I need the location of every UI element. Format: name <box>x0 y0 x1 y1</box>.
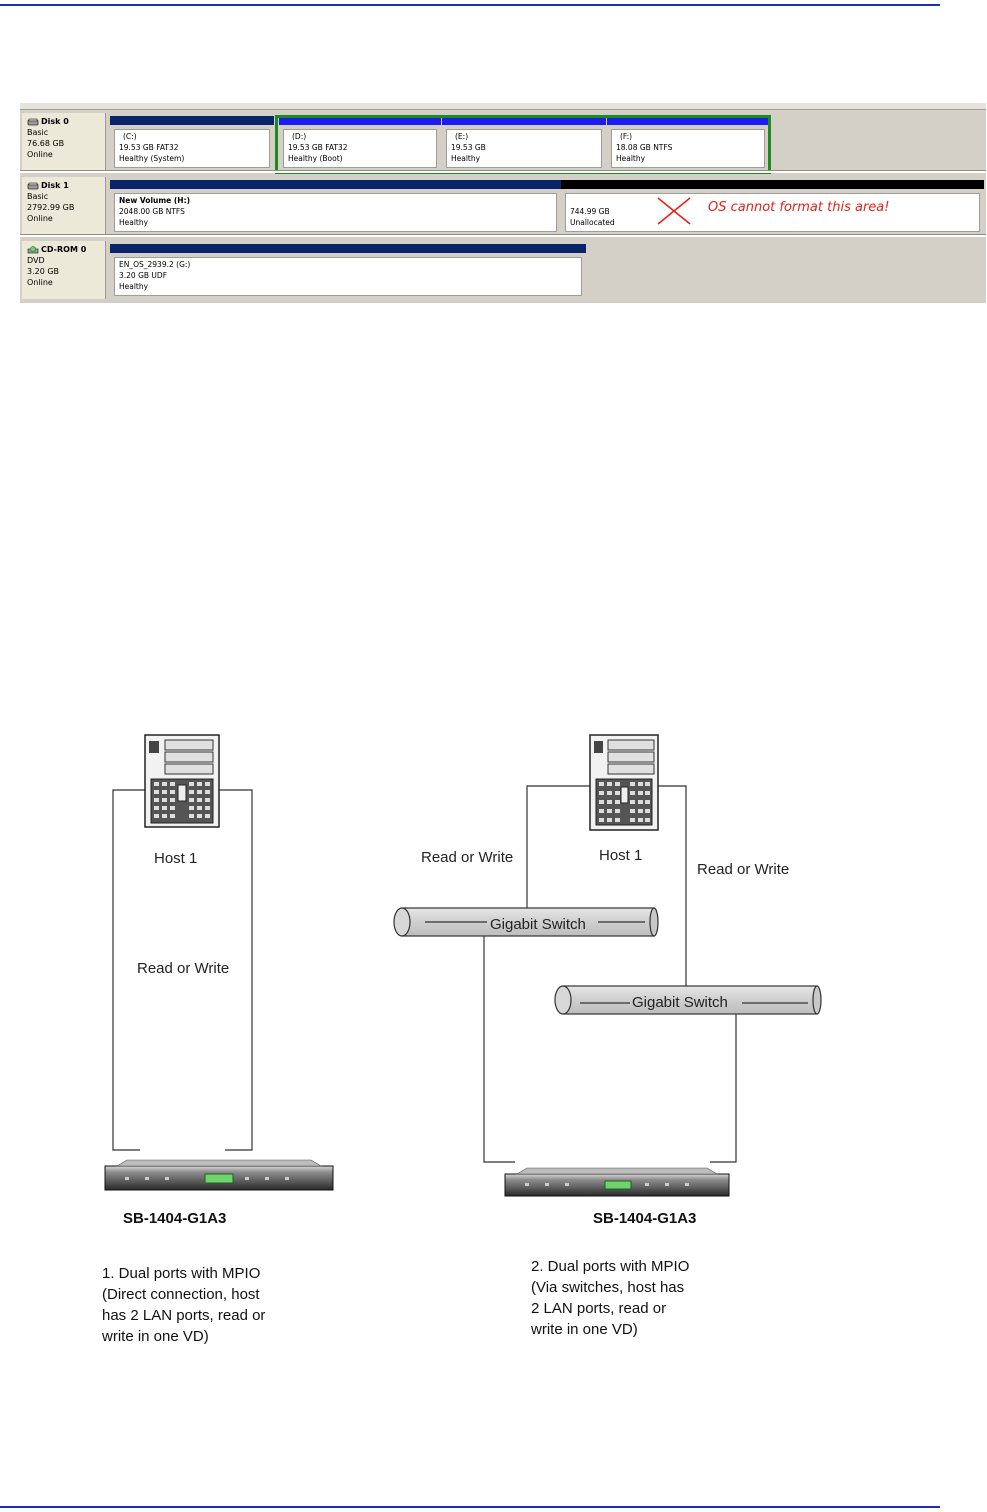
partition-detail: 3.20 GB UDF <box>119 271 168 280</box>
right-caption: 2. Dual ports with MPIO (Via switches, h… <box>531 1256 689 1340</box>
gigabit-switch-1 <box>393 907 659 937</box>
left-cables <box>112 789 253 1151</box>
disk-name: Disk 0 <box>41 117 69 126</box>
partition-body: (C:) 19.53 GB FAT32 Healthy (System) <box>114 129 270 168</box>
disk-type: Basic <box>27 128 49 137</box>
caption-line: 1. Dual ports with MPIO <box>102 1265 261 1282</box>
partition-label: New Volume (H:) <box>119 196 191 205</box>
server-tower-icon <box>144 734 220 828</box>
left-device-title: SB-1404-G1A3 <box>123 1210 227 1227</box>
right-cables <box>483 785 737 1163</box>
disk-status: Online <box>27 150 53 159</box>
hard-disk-icon <box>27 182 39 189</box>
partition-health: Healthy <box>616 154 646 163</box>
disk-size: 76.68 GB <box>27 139 65 148</box>
partition-label: (D:) <box>292 132 307 141</box>
partition-body: (D:) 19.53 GB FAT32 Healthy (Boot) <box>283 129 437 168</box>
row-divider <box>20 170 986 173</box>
partition-label: (F:) <box>620 132 633 141</box>
partition-detail: 19.53 GB FAT32 <box>288 143 348 152</box>
extended-partition-outline <box>275 115 771 174</box>
gigabit-switch-2 <box>554 985 822 1015</box>
disk-info-0[interactable]: Disk 0 Basic 76.68 GB Online <box>22 113 106 171</box>
partition-health: Healthy <box>119 282 149 291</box>
partition-g[interactable]: EN_OS_2939.2 (G:) 3.20 GB UDF Healthy <box>110 244 586 299</box>
caption-line: (Via switches, host has <box>531 1279 685 1296</box>
partition-label: (E:) <box>455 132 469 141</box>
caption-line: (Direct connection, host <box>102 1286 260 1303</box>
disk-size: 2792.99 GB <box>27 203 75 212</box>
caption-line: write in one VD) <box>531 1321 638 1338</box>
partition-body: EN_OS_2939.2 (G:) 3.20 GB UDF Healthy <box>114 257 582 296</box>
right-link-label-right: Read or Write <box>697 861 790 878</box>
disk-type: DVD <box>27 256 45 265</box>
top-rule <box>0 4 940 6</box>
partition-body: 744.99 GB Unallocated <box>565 193 980 232</box>
partition-detail: 2048.00 GB NTFS <box>119 207 185 216</box>
switch-1-label: Gigabit Switch <box>490 916 586 933</box>
partition-bar <box>607 116 769 125</box>
partition-body: New Volume (H:) 2048.00 GB NTFS Healthy <box>114 193 557 232</box>
partition-bar <box>561 180 984 189</box>
disk-status: Online <box>27 214 53 223</box>
disk-management-panel: Disk 0 Basic 76.68 GB Online (C:) 19.53 … <box>20 103 986 303</box>
disk-name: CD-ROM 0 <box>41 245 87 254</box>
partition-unallocated[interactable]: 744.99 GB Unallocated <box>561 180 984 235</box>
partition-f[interactable]: (F:) 18.08 GB NTFS Healthy <box>607 116 769 171</box>
partition-d[interactable]: (D:) 19.53 GB FAT32 Healthy (Boot) <box>279 116 441 171</box>
disk-row-cdrom[interactable]: CD-ROM 0 DVD 3.20 GB Online EN_OS_2939.2… <box>20 239 986 301</box>
left-link-label: Read or Write <box>137 960 230 977</box>
partition-h[interactable]: New Volume (H:) 2048.00 GB NTFS Healthy <box>110 180 561 235</box>
right-device-title: SB-1404-G1A3 <box>593 1210 697 1227</box>
right-host-label: Host 1 <box>599 847 643 864</box>
mpio-diagram <box>104 734 822 1197</box>
format-warning: OS cannot format this area! <box>708 200 890 215</box>
disk-size: 3.20 GB <box>27 267 60 276</box>
partition-label: EN_OS_2939.2 (G:) <box>119 260 191 269</box>
row-divider <box>20 234 986 237</box>
storage-rack-icon <box>104 1159 334 1191</box>
caption-line: 2. Dual ports with MPIO <box>531 1258 690 1275</box>
hard-disk-icon <box>27 118 39 125</box>
left-host-label: Host 1 <box>154 850 198 867</box>
partition-e[interactable]: (E:) 19.53 GB Healthy <box>442 116 606 171</box>
caption-line: 2 LAN ports, read or <box>531 1300 667 1317</box>
partition-body: (E:) 19.53 GB Healthy <box>446 129 602 168</box>
partition-bar <box>110 116 274 125</box>
disk-info-1[interactable]: Disk 1 Basic 2792.99 GB Online <box>22 177 106 235</box>
red-x-icon <box>657 197 691 225</box>
partition-health: Healthy (System) <box>119 154 185 163</box>
partition-bar <box>442 116 606 125</box>
partition-health: Healthy <box>119 218 149 227</box>
right-link-label-left: Read or Write <box>421 849 514 866</box>
partition-bar <box>279 116 441 125</box>
partition-body: (F:) 18.08 GB NTFS Healthy <box>611 129 765 168</box>
partition-bar <box>110 180 561 189</box>
caption-line: has 2 LAN ports, read or <box>102 1307 266 1324</box>
disk-info-cdrom[interactable]: CD-ROM 0 DVD 3.20 GB Online <box>22 241 106 299</box>
partition-detail: 19.53 GB <box>451 143 486 152</box>
disk-row-0[interactable]: Disk 0 Basic 76.68 GB Online (C:) 19.53 … <box>20 111 986 174</box>
disk-status: Online <box>27 278 53 287</box>
disk-name: Disk 1 <box>41 181 69 190</box>
cd-drive-icon <box>27 245 39 253</box>
partition-c[interactable]: (C:) 19.53 GB FAT32 Healthy (System) <box>110 116 274 171</box>
partition-detail: 19.53 GB FAT32 <box>119 143 179 152</box>
partition-health: Healthy <box>451 154 481 163</box>
disk-type: Basic <box>27 192 49 201</box>
disk-row-1[interactable]: Disk 1 Basic 2792.99 GB Online New Volum… <box>20 175 986 237</box>
left-caption: 1. Dual ports with MPIO (Direct connecti… <box>102 1263 265 1347</box>
partition-health: Healthy (Boot) <box>288 154 343 163</box>
caption-line: write in one VD) <box>102 1328 209 1345</box>
switch-2-label: Gigabit Switch <box>632 994 728 1011</box>
partition-label: (C:) <box>123 132 137 141</box>
partition-bar <box>110 244 586 253</box>
storage-rack-icon <box>504 1167 730 1197</box>
server-tower-icon <box>589 734 659 831</box>
partition-health: Unallocated <box>570 218 615 227</box>
panel-top-edge <box>20 103 986 110</box>
partition-detail: 744.99 GB <box>570 207 610 216</box>
bottom-rule <box>0 1506 940 1508</box>
partition-detail: 18.08 GB NTFS <box>616 143 673 152</box>
